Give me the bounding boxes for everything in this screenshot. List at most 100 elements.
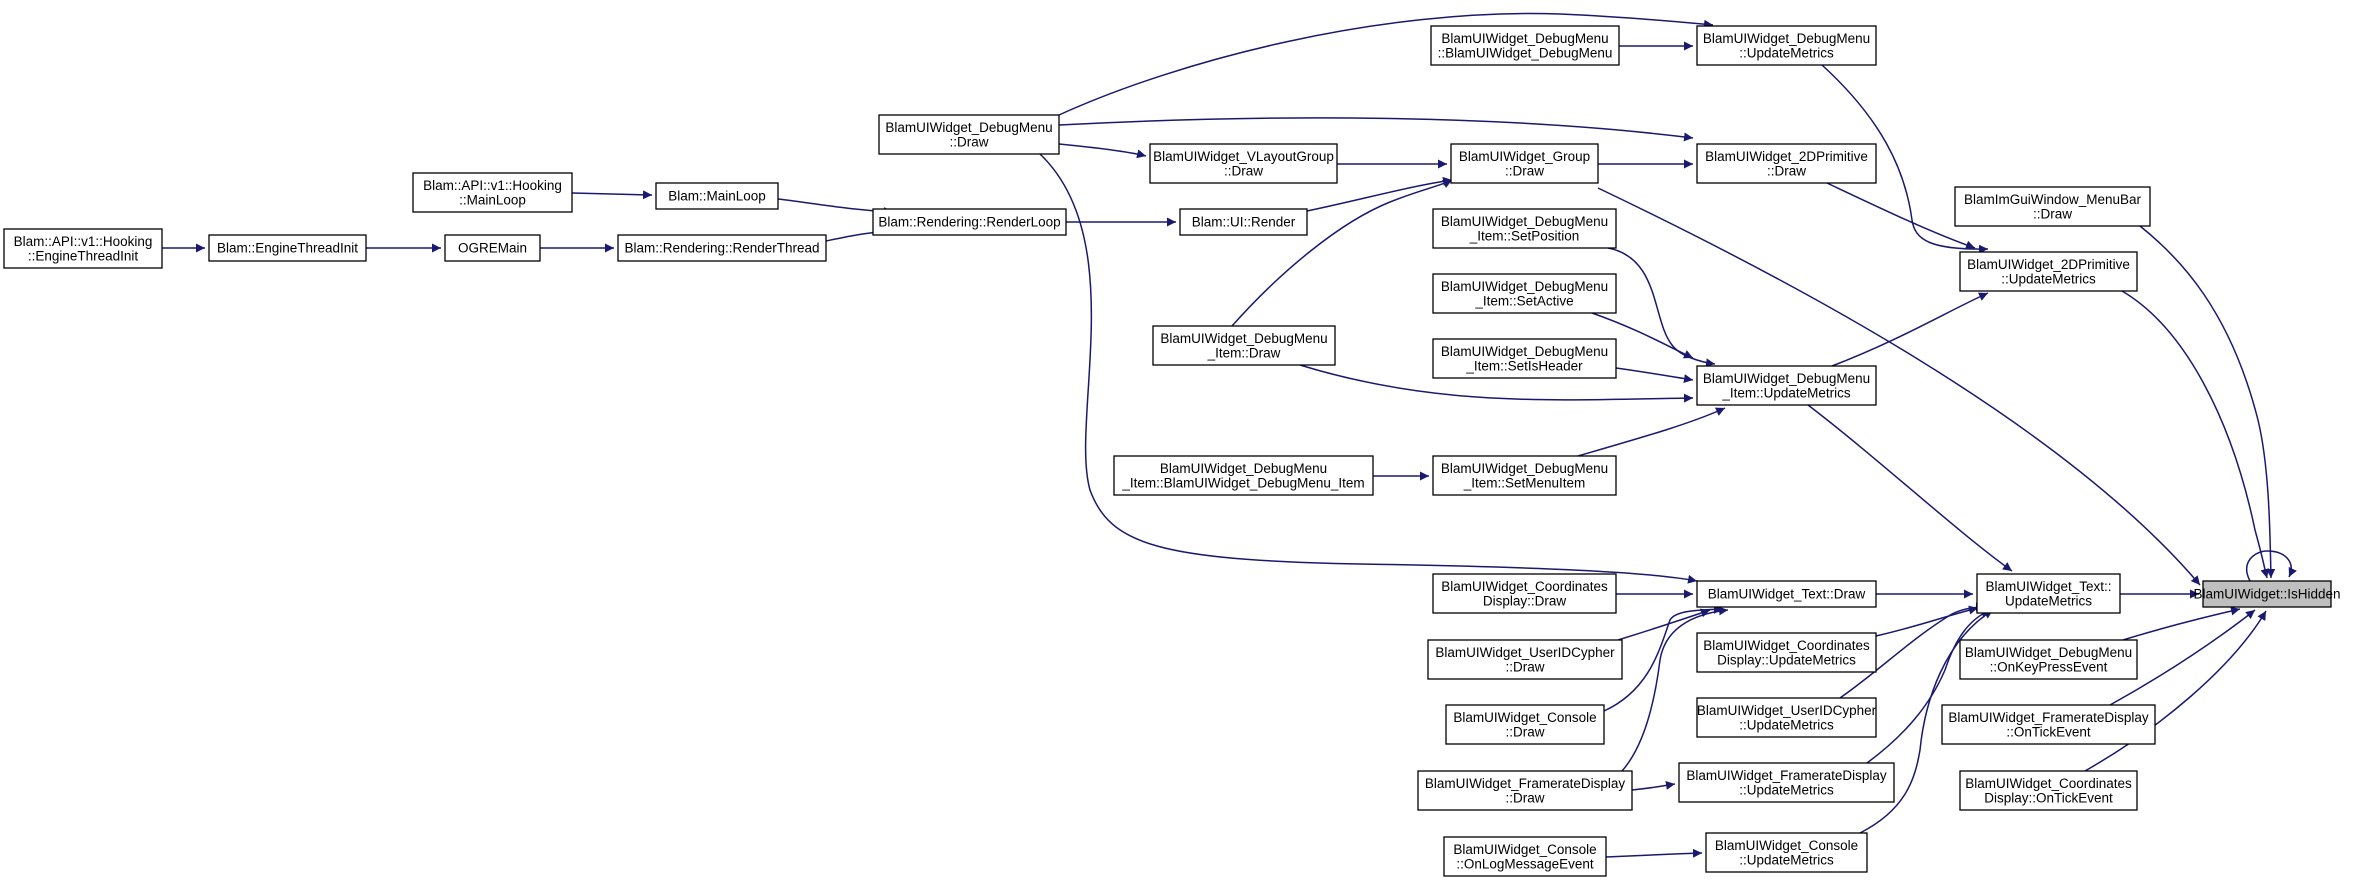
function-node-hookEngineThreadInit[interactable]: Blam::API::v1::Hooking::EngineThreadInit: [3, 228, 163, 269]
function-node-box: [1976, 573, 2121, 614]
call-edge-debugMenuUpdate-to-prim2dUpdate: [1821, 64, 1989, 254]
function-node-label: BlamUIWidget_Group: [1459, 149, 1590, 164]
function-node-label: Display::Draw: [1483, 593, 1567, 608]
function-node-label: BlamUIWidget_UserIDCypher: [1435, 645, 1615, 660]
function-node-vlayoutDraw[interactable]: BlamUIWidget_VLayoutGroup::Draw: [1149, 143, 1338, 184]
function-node-ogreMain[interactable]: OGREMain: [444, 234, 541, 262]
function-node-label: ::Draw: [1505, 790, 1544, 805]
function-node-isHidden[interactable]: BlamUIWidget::IsHidden: [2193, 580, 2341, 608]
call-edge-setIsHeader-to-itemUpdate: [1615, 367, 1694, 384]
function-node-consoleLog[interactable]: BlamUIWidget_Console::OnLogMessageEvent: [1443, 836, 1607, 877]
call-edge-line: [1577, 407, 1726, 457]
call-edge-line: [1831, 292, 1989, 367]
call-edge-itemUpdate-to-textUpdate: [1807, 404, 2013, 572]
call-edge-itemDraw-to-groupDraw: [1231, 179, 1453, 327]
function-node-hookMainLoop[interactable]: Blam::API::v1::Hooking::MainLoop: [412, 172, 573, 213]
function-node-label: UpdateMetrics: [2005, 593, 2092, 608]
function-node-label: ::UpdateMetrics: [2001, 271, 2096, 286]
call-edge-itemDraw-to-itemUpdate: [1299, 364, 1694, 403]
call-edge-line: [1058, 117, 1694, 142]
call-edge-line: [1306, 176, 1453, 212]
function-node-textUpdate[interactable]: BlamUIWidget_Text::UpdateMetrics: [1976, 573, 2121, 614]
function-node-label: ::EngineThreadInit: [28, 248, 139, 263]
function-node-renderThread[interactable]: Blam::Rendering::RenderThread: [617, 234, 827, 262]
function-node-setActive[interactable]: BlamUIWidget_DebugMenu_Item::SetActive: [1432, 273, 1617, 314]
function-node-label: Display::OnTickEvent: [1984, 790, 2113, 805]
function-node-userIdUpdate[interactable]: BlamUIWidget_UserIDCypher::UpdateMetrics: [1696, 697, 1877, 738]
function-node-prim2dDraw[interactable]: BlamUIWidget_2DPrimitive::Draw: [1696, 143, 1877, 184]
function-node-itemDraw[interactable]: BlamUIWidget_DebugMenu_Item::Draw: [1152, 325, 1336, 366]
function-node-label: _Item::Draw: [1207, 345, 1281, 360]
function-node-box: [1445, 704, 1605, 745]
function-node-label: BlamUIWidget_Console: [1453, 842, 1596, 857]
call-edge-line: [1839, 602, 1986, 699]
call-edge-isHidden-to-isHidden: [2246, 550, 2297, 582]
function-node-engineThreadInit[interactable]: Blam::EngineThreadInit: [208, 234, 367, 262]
function-node-box: [1443, 836, 1607, 877]
function-node-framerateUpdate[interactable]: BlamUIWidget_FramerateDisplay::UpdateMet…: [1678, 762, 1895, 803]
call-edge-debugMenuDraw-to-prim2dDraw: [1058, 117, 1694, 142]
function-node-label: _Item::SetActive: [1474, 293, 1573, 308]
function-node-setPosition[interactable]: BlamUIWidget_DebugMenu_Item::SetPosition: [1432, 208, 1617, 249]
function-node-label: BlamUIWidget_DebugMenu: [1441, 461, 1608, 476]
function-node-label: BlamUIWidget_DebugMenu: [1441, 31, 1608, 46]
call-edge-framerateUpdate-to-textUpdate: [1866, 609, 1991, 764]
function-node-debugMenuKey[interactable]: BlamUIWidget_DebugMenu::OnKeyPressEvent: [1959, 639, 2138, 680]
function-node-label: OGREMain: [458, 241, 527, 256]
function-node-uiRender[interactable]: Blam::UI::Render: [1179, 208, 1308, 236]
call-edge-setMenuItem-to-itemUpdate: [1577, 407, 1726, 457]
function-node-label: ::Draw: [2033, 206, 2072, 221]
call-edge-line: [2109, 609, 2256, 706]
function-node-textDraw[interactable]: BlamUIWidget_Text::Draw: [1696, 580, 1877, 608]
function-node-renderLoop[interactable]: Blam::Rendering::RenderLoop: [872, 208, 1067, 236]
function-node-framerateDraw[interactable]: BlamUIWidget_FramerateDisplay::Draw: [1417, 770, 1633, 811]
function-node-prim2dUpdate[interactable]: BlamUIWidget_2DPrimitive::UpdateMetrics: [1959, 251, 2138, 292]
call-edge-framerateDraw-to-textDraw: [1621, 606, 1729, 772]
function-node-label: ::Draw: [1224, 163, 1263, 178]
function-node-label: BlamUIWidget_FramerateDisplay: [1948, 710, 2149, 725]
function-node-box: [1149, 143, 1338, 184]
function-node-label: ::MainLoop: [459, 192, 526, 207]
function-node-label: BlamUIWidget_Console: [1715, 838, 1858, 853]
call-edge-line: [1866, 609, 1991, 764]
function-node-consoleDraw[interactable]: BlamUIWidget_Console::Draw: [1445, 704, 1605, 745]
function-node-setMenuItem[interactable]: BlamUIWidget_DebugMenu_Item::SetMenuItem: [1432, 455, 1617, 496]
function-node-coordsTick[interactable]: BlamUIWidget_CoordinatesDisplay::OnTickE…: [1959, 770, 2138, 811]
function-node-box: [1696, 632, 1877, 673]
function-node-label: BlamUIWidget_DebugMenu: [885, 120, 1052, 135]
function-node-label: ::Draw: [1505, 659, 1544, 674]
function-node-consoleUpdate[interactable]: BlamUIWidget_Console::UpdateMetrics: [1705, 832, 1868, 873]
function-node-box: [1954, 186, 2151, 227]
function-node-label: _Item::UpdateMetrics: [1721, 385, 1851, 400]
call-edge-line: [1058, 143, 1147, 159]
function-node-debugMenuCtor[interactable]: BlamUIWidget_DebugMenu::BlamUIWidget_Deb…: [1430, 25, 1620, 66]
function-node-label: Blam::Rendering::RenderThread: [624, 241, 819, 256]
function-node-userIdDraw[interactable]: BlamUIWidget_UserIDCypher::Draw: [1427, 639, 1623, 680]
call-edge-line: [2121, 290, 2270, 579]
call-edge-groupDraw-to-isHidden: [1597, 187, 2201, 586]
function-node-debugMenuUpdate[interactable]: BlamUIWidget_DebugMenu::UpdateMetrics: [1696, 25, 1877, 66]
function-node-box: [1113, 455, 1374, 496]
call-edge-debugMenuDraw-to-vlayoutDraw: [1058, 143, 1147, 159]
function-node-debugMenuDraw[interactable]: BlamUIWidget_DebugMenu::Draw: [878, 114, 1060, 155]
function-node-mainLoop[interactable]: Blam::MainLoop: [655, 182, 779, 210]
call-edge-line: [1875, 605, 1979, 637]
function-node-label: BlamUIWidget_DebugMenu: [1703, 371, 1870, 386]
function-node-label: BlamUIWidget_VLayoutGroup: [1153, 149, 1334, 164]
function-node-label: BlamUIWidget_DebugMenu: [1160, 331, 1327, 346]
function-node-groupDraw[interactable]: BlamUIWidget_Group::Draw: [1450, 143, 1599, 184]
function-node-label: BlamUIWidget_DebugMenu: [1441, 344, 1608, 359]
function-node-coordsUpdate[interactable]: BlamUIWidget_CoordinatesDisplay::UpdateM…: [1696, 632, 1877, 673]
function-node-imguiMenuBar[interactable]: BlamImGuiWindow_MenuBar::Draw: [1954, 186, 2151, 227]
function-node-box: [1959, 770, 2138, 811]
function-node-box: [1430, 25, 1620, 66]
function-node-box: [1696, 25, 1877, 66]
function-node-itemCtor[interactable]: BlamUIWidget_DebugMenu_Item::BlamUIWidge…: [1113, 455, 1374, 496]
function-node-itemUpdate[interactable]: BlamUIWidget_DebugMenu_Item::UpdateMetri…: [1696, 365, 1877, 406]
call-edge-debugMenuDraw-to-debugMenuUpdate: [1058, 12, 1714, 116]
function-node-setIsHeader[interactable]: BlamUIWidget_DebugMenu_Item::SetIsHeader: [1432, 338, 1617, 379]
function-node-label: Blam::API::v1::Hooking: [423, 178, 562, 193]
function-node-framerateTick[interactable]: BlamUIWidget_FramerateDisplay::OnTickEve…: [1941, 704, 2156, 745]
function-node-label: ::UpdateMetrics: [1739, 782, 1834, 797]
